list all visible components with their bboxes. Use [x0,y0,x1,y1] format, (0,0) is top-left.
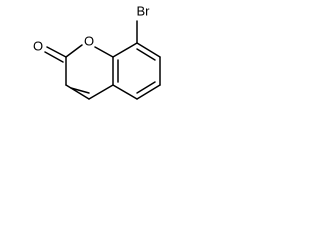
bonds [44,20,161,100]
bond-c8-c7 [136,42,161,58]
bond-c8a-o1 [94,46,114,58]
bond-c2-o-carbonyl-second [44,51,64,63]
bond-c3-c4-inner [70,87,90,94]
atom-labels: Br O O [33,3,150,53]
carbonyl-oxygen-label: O [33,38,43,53]
bond-o1-c2 [65,44,83,58]
bond-c5-c4a [112,84,138,100]
bond-c6-c5 [136,84,161,100]
chemical-structure-diagram: Br O O [33,3,161,100]
bromine-label: Br [137,3,151,18]
ring-oxygen-label: O [84,33,94,48]
bond-c8-c8a [112,42,138,58]
bond-c3-c4 [65,84,90,100]
bond-c6-c5-inner [136,81,156,94]
bond-c8-c7-inner [136,48,156,61]
bond-c2-o-carbonyl [46,46,67,58]
bond-c4-c4a [88,84,114,100]
